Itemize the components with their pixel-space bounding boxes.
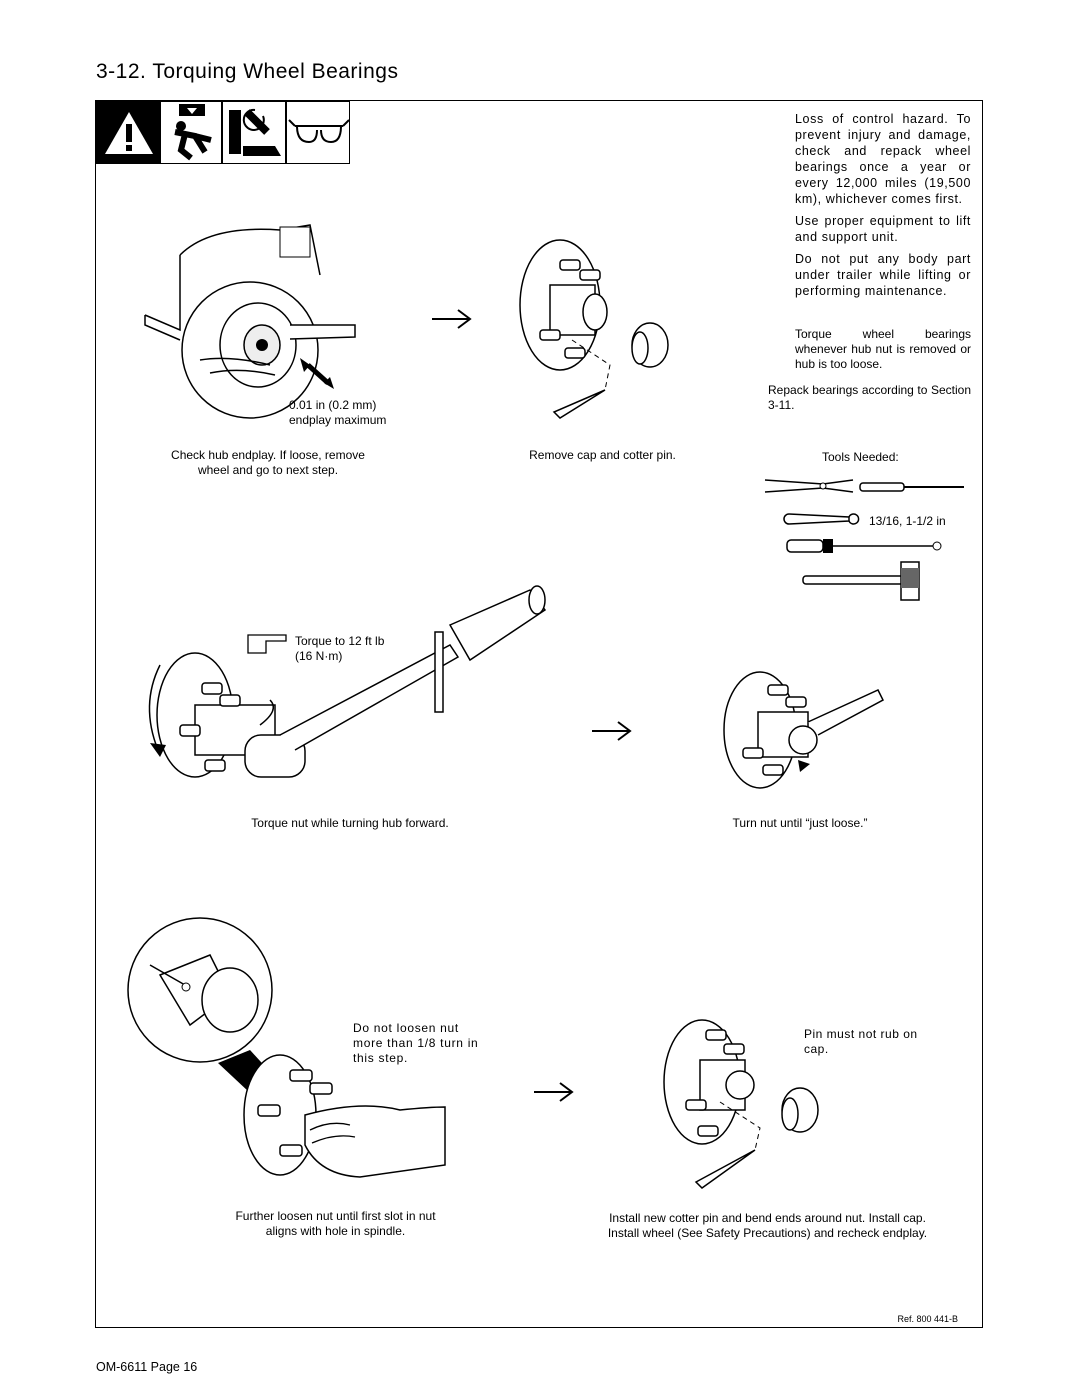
step1-caption: Check hub endplay. If loose, remove whee…: [171, 448, 365, 477]
step2-caption: Remove cap and cotter pin.: [529, 448, 676, 462]
torque-spec-line1: Torque to 12 ft lb: [295, 634, 385, 648]
content-frame: [95, 100, 983, 1328]
page-footer: OM-6611 Page 16: [96, 1360, 198, 1374]
pliers-icon: [764, 479, 854, 493]
hammer-icon: [802, 561, 920, 601]
step6-caption-line2: Install wheel (See Safety Precautions) a…: [607, 1226, 928, 1240]
install-pin-cap-illustration: [663, 1019, 819, 1189]
wrench-size: 13/16, 1-1/2 in: [869, 514, 946, 528]
crushed-foot-icon: [222, 101, 286, 164]
step5-caption: Further loosen nut until first slot in n…: [235, 1209, 436, 1238]
loosen-limit-note: Do not loosen nut more than 1/8 turn in …: [353, 1021, 479, 1065]
safety-glasses-icon: [286, 101, 350, 164]
warning-text: Loss of control hazard. To prevent injur…: [795, 111, 971, 299]
step-arrow-icon: [432, 309, 472, 329]
falling-person-icon: [160, 101, 222, 164]
loosen-nut-illustration: [723, 671, 884, 789]
hand-pointer-icon: [247, 634, 287, 654]
torque-note: Torque wheel bearings whenever hub nut i…: [795, 327, 971, 371]
step-arrow-icon: [534, 1082, 574, 1102]
warning-paragraph-3: Do not put any body part under trailer w…: [795, 252, 971, 298]
page-title: 3-12. Torquing Wheel Bearings: [96, 60, 399, 83]
safety-icon-strip: [96, 101, 350, 164]
hub-cap-cotter-illustration: [519, 239, 669, 419]
slot-alignment-illustration: [127, 917, 446, 1178]
warning-paragraph-1: Loss of control hazard. To prevent injur…: [795, 112, 971, 206]
wrench-icon: [783, 513, 860, 525]
warning-paragraph-2: Use proper equipment to lift and support…: [795, 214, 971, 244]
reference-number: Ref. 800 441-B: [897, 1314, 958, 1324]
repack-note: Repack bearings according to Section 3-1…: [768, 383, 971, 412]
tools-title: Tools Needed:: [822, 450, 899, 464]
step6-caption-line1: Install new cotter pin and bend ends aro…: [609, 1211, 926, 1225]
step4-caption: Turn nut until “just loose.”: [732, 816, 868, 830]
screwdriver-icon: [859, 482, 964, 492]
torque-wrench-icon: [786, 539, 942, 553]
step3-caption: Torque nut while turning hub forward.: [251, 816, 449, 830]
step-arrow-icon: [592, 721, 632, 741]
torque-wrench-hub-illustration: [148, 585, 547, 778]
torque-spec-line2: (16 N·m): [295, 649, 343, 663]
endplay-spec: 0.01 in (0.2 mm) endplay maximum: [289, 398, 387, 427]
pin-note: Pin must not rub on cap.: [804, 1027, 918, 1056]
wheel-endplay-illustration: [144, 224, 356, 419]
warning-triangle-icon: [96, 101, 160, 164]
